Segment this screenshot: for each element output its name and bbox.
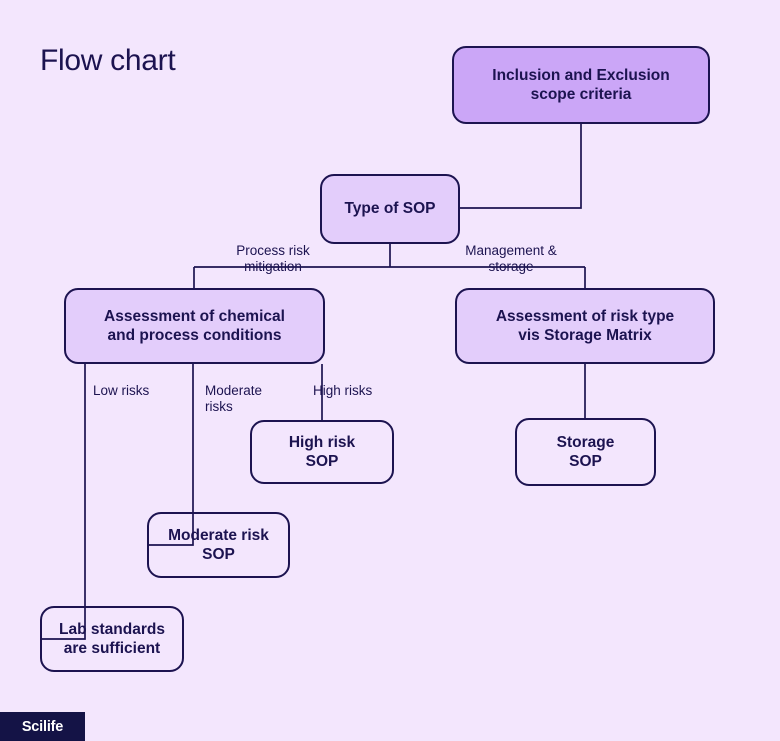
node-label: Type of SOP [344,200,436,218]
logo-text: Scilife [21,718,64,735]
node-assessment-of-risk-type-vis-storage-matrix[interactable]: Assessment of risk type vis Storage Matr… [455,288,715,364]
node-assessment-of-chemical-and-process-conditions[interactable]: Assessment of chemical and process condi… [64,288,325,364]
edge-label-process-risk-mitigation: Process risk mitigation [236,243,310,275]
node-label: Lab standards are sufficient [59,620,165,657]
node-inclusion-exclusion-scope-criteria[interactable]: Inclusion and Exclusion scope criteria [452,46,710,124]
edge-label-high-risks: High risks [313,383,373,398]
edge-assess-chem-to-lab-standards [40,364,86,640]
node-label: Assessment of chemical and process condi… [104,307,285,344]
node-high-risk-sop[interactable]: High risk SOP [250,420,394,484]
scilife-logo: Scilife [0,712,85,741]
node-storage-sop[interactable]: Storage SOP [515,418,656,486]
page-title: Flow chart [40,44,176,77]
node-label: Assessment of risk type vis Storage Matr… [495,307,675,344]
node-label: Storage SOP [556,433,615,470]
edge-label-management-and-storage: Management & storage [465,243,557,275]
node-type-of-sop[interactable]: Type of SOP [320,174,460,244]
edge-label-low-risks: Low risks [93,383,150,398]
node-lab-standards-are-sufficient[interactable]: Lab standards are sufficient [40,606,184,672]
node-label: Inclusion and Exclusion scope criteria [492,66,670,103]
node-label: Moderate risk SOP [168,526,269,563]
node-label: High risk SOP [288,433,356,470]
edge-label-moderate-risks: Moderate risks [205,383,263,415]
edge-inclusion-to-type-sop [460,124,582,209]
node-moderate-risk-sop[interactable]: Moderate risk SOP [147,512,290,578]
